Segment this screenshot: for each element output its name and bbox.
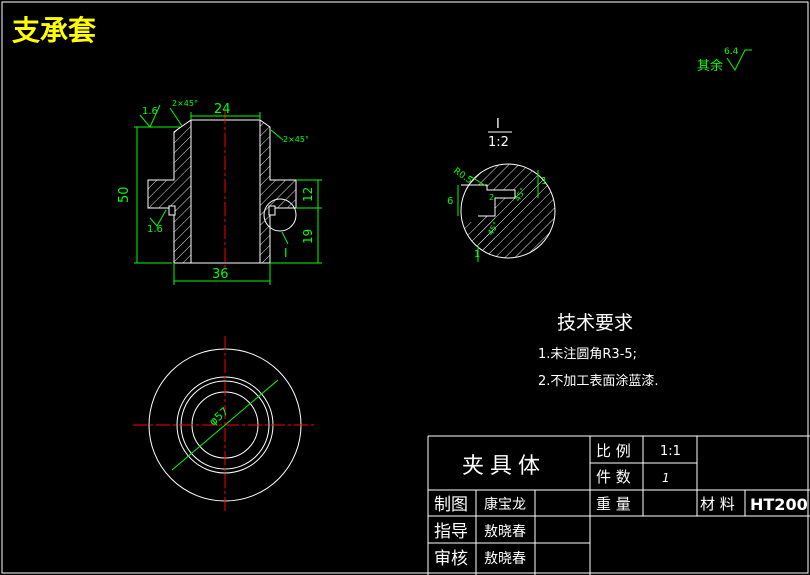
detail-view: I 1:2 6 1 1 R0.5 2 45° 45°	[447, 117, 556, 262]
scale-label: 比 例	[596, 442, 631, 460]
roughness-side: 1.6	[147, 224, 163, 235]
roughness-note: 其余	[697, 58, 723, 74]
detail-label: I	[496, 117, 500, 132]
dim-top: 24	[214, 102, 231, 117]
detail-dim-bottom: 1	[474, 249, 480, 260]
dim-bottom: 36	[212, 267, 229, 282]
detail-mark: I	[284, 246, 288, 260]
guide-label: 指导	[434, 522, 468, 542]
tech-item-2: 2.不加工表面涂蓝漆.	[538, 373, 659, 389]
material-label: 材 料	[700, 495, 735, 513]
check-label: 审核	[434, 549, 468, 569]
detail-dim-right: 1	[541, 176, 547, 187]
detail-dim-left: 6	[447, 196, 453, 207]
qty-label: 件 数	[596, 468, 631, 486]
title-block	[427, 435, 810, 575]
section-view: I 24 50 36 12 19 1.6 2×45° 2×45°	[117, 99, 322, 285]
qty-value: 1	[662, 471, 670, 485]
end-view: φ57	[133, 336, 317, 512]
general-roughness: 其余 6.4	[697, 47, 752, 74]
scale-value: 1:1	[660, 444, 681, 459]
roughness-top: 1.6	[142, 106, 158, 117]
weight-label: 重 量	[596, 495, 631, 513]
drawn-name: 康宝龙	[484, 496, 526, 513]
part-name: 夹具体	[462, 454, 546, 479]
chamfer-right: 2×45°	[283, 135, 309, 144]
chamfer-top: 2×45°	[172, 99, 198, 108]
dim-lower: 19	[301, 229, 315, 244]
dim-height: 50	[117, 186, 132, 203]
tech-heading: 技术要求	[557, 312, 633, 334]
tech-item-1: 1.未注圆角R3-5;	[538, 347, 637, 362]
dim-flange: 12	[301, 187, 315, 202]
material-value: HT200	[750, 495, 808, 514]
guide-name: 敖晓春	[484, 524, 526, 540]
detail-scale: 1:2	[488, 135, 509, 150]
roughness-general-value: 6.4	[724, 47, 739, 57]
drawn-label: 制图	[434, 495, 468, 515]
title-block-text: 夹具体 比 例 1:1 件 数 1 重 量 材 料 HT200 制图 康宝龙 指…	[434, 442, 808, 569]
detail-small-a: 2	[489, 193, 494, 202]
tech-requirements: 技术要求 1.未注圆角R3-5; 2.不加工表面涂蓝漆.	[538, 312, 659, 389]
check-name: 敖晓春	[484, 551, 526, 567]
drawing-title: 支承套	[12, 14, 97, 47]
